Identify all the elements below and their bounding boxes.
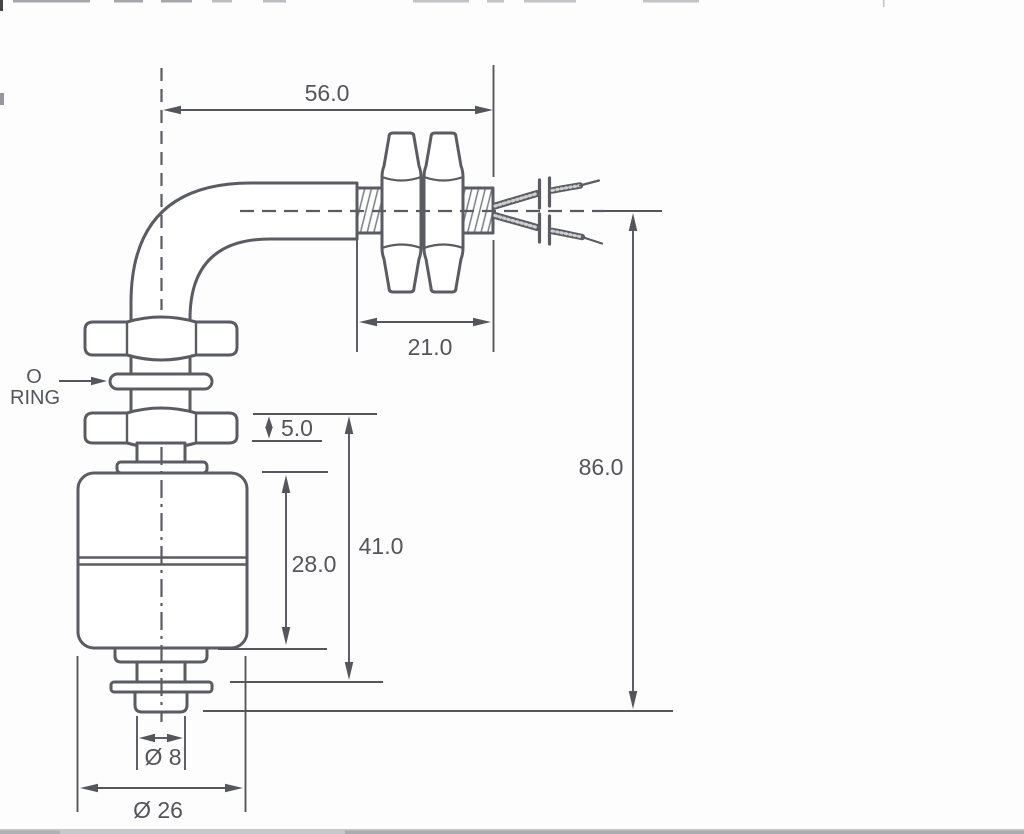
wire-lower [491,212,604,246]
elbow-pipe-body [129,181,359,445]
dimension-28: 28.0 [218,471,337,650]
o-ring-callout: O RING [10,366,107,409]
dimension-56: 56.0 [163,65,495,352]
dimension-5: 5.0 [252,415,322,442]
arrowhead [265,416,273,428]
dimension-dia8: Ø 8 [136,716,186,770]
arrowhead [628,691,638,709]
arrowhead [473,317,491,327]
dimension-21: 21.0 [356,240,491,360]
arrowhead [359,317,377,327]
arrowhead [163,105,181,115]
dimension-56-label: 56.0 [305,80,350,106]
lead-wires [491,176,604,246]
dimension-5-label: 5.0 [281,415,313,441]
wire-upper [491,176,601,210]
arrowhead [628,213,638,231]
arrowhead [344,662,354,680]
dimension-dia26-label: Ø 26 [133,797,183,823]
wire-tip [580,235,604,245]
dimension-86-label: 86.0 [579,454,624,480]
wire-tip [578,179,601,187]
arrowhead [225,783,243,793]
thread-nut-left [380,131,423,294]
dimension-86: 86.0 [203,210,673,712]
o-ring [108,372,214,391]
arrowhead [80,783,98,793]
stem-hex-nut-lower [83,406,239,450]
arrowhead [344,416,354,434]
arrowhead [265,427,273,439]
callout-arrowhead [91,376,107,386]
dimension-21-label: 21.0 [408,334,453,360]
dimension-dia26: Ø 26 [76,656,247,823]
o-ring-label-line2: RING [10,387,60,409]
thread-nut-right [422,131,465,294]
dimension-41: 41.0 [230,413,404,683]
arrowhead [139,733,155,743]
dimension-28-label: 28.0 [292,551,337,577]
arrowhead [167,733,183,743]
arrowhead [475,105,493,115]
o-ring-label-line1: O [26,366,42,388]
arrowhead [281,627,291,645]
centerlines [160,68,604,722]
dimension-41-label: 41.0 [359,533,404,559]
stem-hex-nut-upper [83,315,239,362]
arrowhead [281,475,291,493]
dimension-dia8-label: Ø 8 [144,744,181,770]
